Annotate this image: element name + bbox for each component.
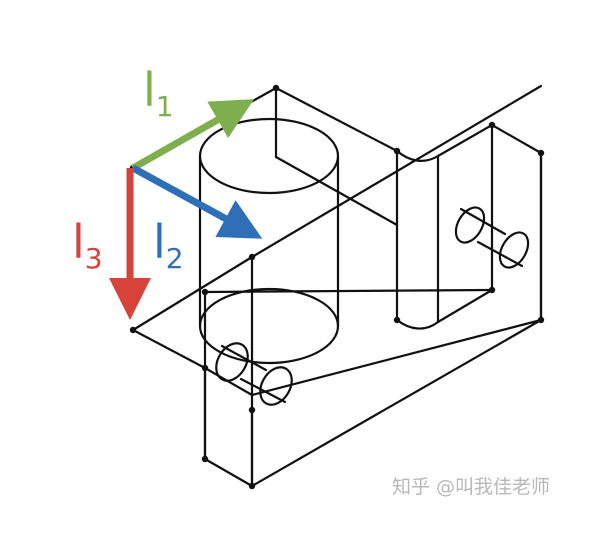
right-hole bbox=[454, 206, 530, 269]
axis-l2-label: l2 bbox=[153, 215, 184, 275]
watermark-text: 知乎 @叫我佳老师 bbox=[392, 476, 551, 498]
axis-l1-label: l1 bbox=[143, 63, 174, 123]
axis-l3-label: l3 bbox=[72, 215, 103, 275]
vertical-cylinder bbox=[198, 117, 340, 365]
front-hole bbox=[215, 342, 293, 406]
axis-l2-arrow bbox=[131, 164, 263, 239]
wireframe-edges bbox=[131, 84, 543, 488]
axis-l1-arrow bbox=[131, 99, 255, 172]
